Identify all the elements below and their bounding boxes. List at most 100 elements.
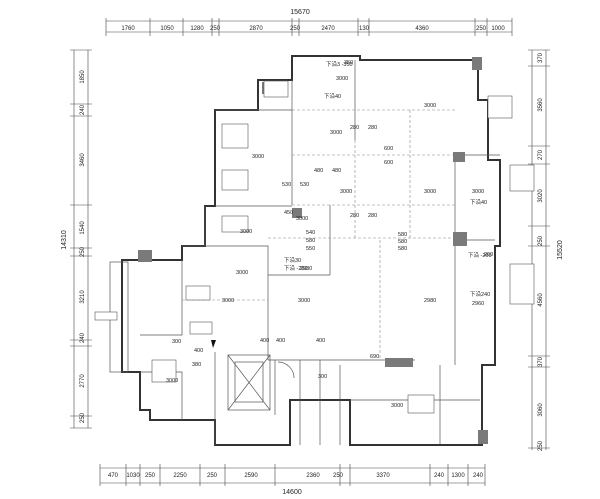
elevation-label: 2960 <box>472 301 484 307</box>
elevation-label: 300 <box>172 339 181 345</box>
top-dimension-ticks <box>105 18 513 36</box>
elevation-label: 260 <box>484 252 493 258</box>
elevation-label: 380 <box>192 362 201 368</box>
bottom-dim-1: 470 <box>108 473 119 479</box>
beam-label: 下沿30 <box>284 256 301 264</box>
top-dim-9: 4360 <box>415 26 429 32</box>
right-dim-2: 3560 <box>538 98 544 112</box>
elevation-label: 550 <box>306 246 315 252</box>
elevation-label: 350 <box>344 60 353 66</box>
bottom-dim-5: 250 <box>207 473 218 479</box>
elevation-label: 3000 <box>424 103 436 109</box>
column <box>453 152 465 162</box>
bottom-dim-10: 240 <box>434 473 445 479</box>
elevation-label: 580 <box>398 239 407 245</box>
bottom-dim-12: 240 <box>473 473 484 479</box>
right-dim-8: 3060 <box>538 403 544 417</box>
top-dim-10: 250 <box>476 26 487 32</box>
elevation-label: 3000 <box>330 130 342 136</box>
elevation-label: 3000 <box>424 189 436 195</box>
spec-table <box>221 215 249 233</box>
column <box>138 250 152 262</box>
elevation-label: 690 <box>370 354 379 360</box>
beam-lines <box>182 109 455 360</box>
bottom-dim-2: 1030 <box>126 473 140 479</box>
beam-soffit-labels: 下沿3 -350 下沿40 下沿40 下沿30 下沿 -260 下沿 -260 … <box>284 60 492 298</box>
elevation-label: 280 <box>368 125 377 131</box>
spec-table <box>407 394 435 414</box>
spec-table <box>263 80 289 98</box>
elevation-label: 2980 <box>300 266 312 272</box>
spec-table <box>94 311 118 321</box>
top-dim-8: 130 <box>359 26 370 32</box>
beam-label: 下沿40 <box>324 92 341 100</box>
elevation-label: 3000 <box>298 298 310 304</box>
elevation-label: 280 <box>350 213 359 219</box>
elevation-label: 530 <box>282 182 291 188</box>
elevation-label: 3000 <box>391 403 403 409</box>
left-dim-7: 240 <box>80 332 86 343</box>
elevation-label: 3000 <box>472 189 484 195</box>
elevation-label: 280 <box>368 213 377 219</box>
spec-table <box>509 164 535 192</box>
elevation-label: 400 <box>194 348 203 354</box>
column <box>385 358 413 367</box>
left-dim-1: 1850 <box>80 70 86 84</box>
right-dim-9: 250 <box>538 440 544 451</box>
elevation-label: 3000 <box>236 270 248 276</box>
spec-table <box>185 285 211 301</box>
column <box>478 430 488 444</box>
top-dim-3: 1280 <box>190 26 204 32</box>
beam-label: 下沿3 -350 <box>326 60 353 68</box>
right-dimension-chain: 370 3560 270 3020 250 4560 370 3060 250 … <box>528 49 564 451</box>
elevation-label: 400 <box>260 338 269 344</box>
bottom-dim-11: 1300 <box>451 473 465 479</box>
bottom-dimension-ticks <box>99 464 486 486</box>
elevation-label: 580 <box>306 238 315 244</box>
elevation-label: 530 <box>300 182 309 188</box>
spec-table <box>487 95 513 119</box>
top-dim-1: 1760 <box>121 26 135 32</box>
elevation-label: 2980 <box>424 298 436 304</box>
elevation-label: 3000 <box>240 229 252 235</box>
left-dim-5: 250 <box>80 246 86 257</box>
spec-table <box>151 359 177 383</box>
left-dim-2: 240 <box>80 104 86 115</box>
top-dim-4: 250 <box>210 26 221 32</box>
bottom-dim-9: 3370 <box>376 473 390 479</box>
right-dim-3: 270 <box>538 149 544 160</box>
right-dim-1: 370 <box>538 52 544 63</box>
right-dimension-ticks <box>528 49 550 449</box>
bottom-total-dimension: 14600 <box>282 489 302 496</box>
building-walls <box>109 55 501 446</box>
bottom-dim-3: 250 <box>145 473 156 479</box>
elevation-label: 3000 <box>166 378 178 384</box>
right-dim-6: 4560 <box>538 293 544 307</box>
door-swing-arc <box>277 361 295 379</box>
elevation-label: 3000 <box>296 216 308 222</box>
column <box>472 57 482 70</box>
left-dimension-chain: 14310 1850 240 3460 1540 250 3210 240 27… <box>61 49 92 429</box>
beam-label: 下沿40 <box>470 198 487 206</box>
left-dimension-ticks <box>70 49 92 429</box>
spec-table <box>221 169 249 191</box>
bottom-dim-6: 2590 <box>244 473 258 479</box>
left-dim-8: 2770 <box>80 374 86 388</box>
left-dim-9: 250 <box>80 412 86 423</box>
elevation-label: 540 <box>306 230 315 236</box>
top-dim-7: 2470 <box>321 26 335 32</box>
top-dim-11: 1000 <box>491 26 505 32</box>
top-dim-2: 1050 <box>160 26 174 32</box>
room-spec-tables <box>94 80 535 414</box>
column <box>292 208 302 218</box>
elevation-label: 3000 <box>252 154 264 160</box>
top-total-dimension: 15670 <box>290 9 310 16</box>
elevator-shaft <box>227 354 271 411</box>
bottom-dimension-chain: 470 1030 250 2250 250 2590 2360 250 3370… <box>99 464 486 496</box>
right-total-dimension: 15520 <box>557 240 564 260</box>
bottom-dim-8: 250 <box>333 473 344 479</box>
top-dim-5: 2870 <box>249 26 263 32</box>
elevation-label: 280 <box>350 125 359 131</box>
elevation-label: 600 <box>384 160 393 166</box>
column <box>453 232 467 246</box>
